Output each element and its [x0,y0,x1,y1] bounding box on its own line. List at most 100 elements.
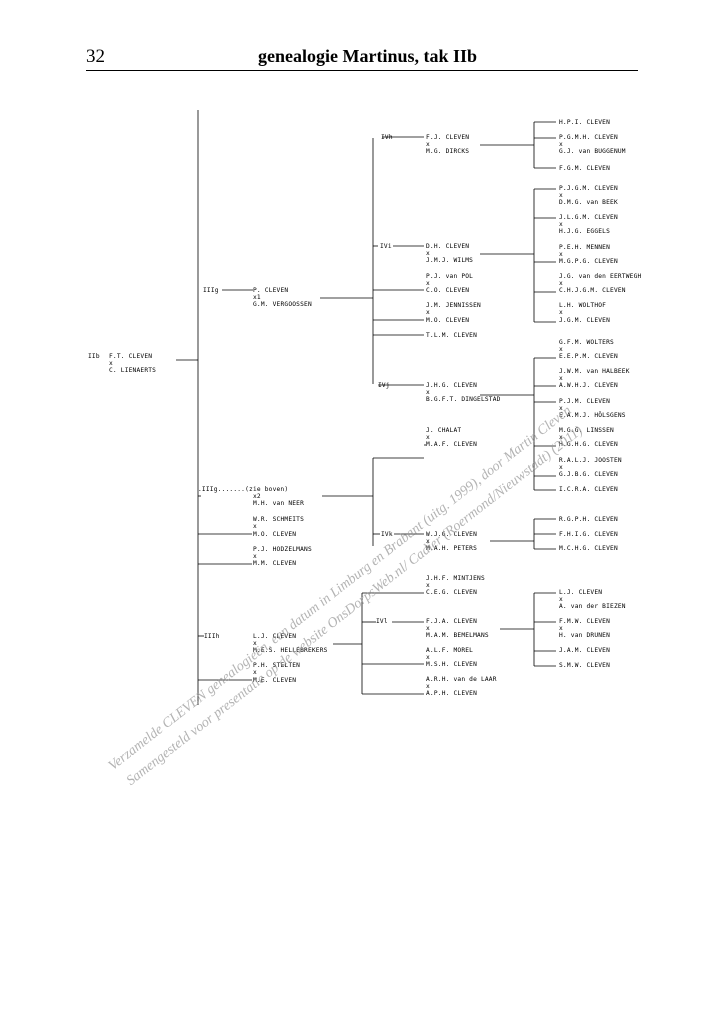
marriage-marker: x [426,654,430,661]
spouse-name: A.P.H. CLEVEN [426,690,478,697]
person-name: J.H.G. CLEVEN [426,382,478,389]
person-name: J.W.M. van HALBEEK [559,368,630,375]
person-name: P.H. STELTEN [253,662,301,669]
generation-label: IIIh [204,633,220,640]
marriage-marker: x [109,360,113,367]
marriage-marker: x [426,389,430,396]
spouse-name: M.A.H. PETERS [426,545,478,552]
spouse-name: G.J. van BUGGENUM [559,148,626,155]
spouse-name: M.A.F. CLEVEN [426,441,478,448]
marriage-marker: x [253,553,257,560]
marriage-marker: x [559,309,563,316]
person-name: W.J.G. CLEVEN [426,531,478,538]
marriage-marker: x [426,280,430,287]
person-name: P.J. HODZELMANS [253,546,312,553]
spouse-name: H.J.G. EGGELS [559,228,611,235]
person-name: G.F.M. WOLTERS [559,339,614,346]
spouse-name: C.E.G. CLEVEN [426,589,478,596]
person-name: M.G.G. LINSSEN [559,427,614,434]
marriage-marker: x [559,251,563,258]
person-name: P.E.H. MENNEN [559,244,611,251]
marriage-marker: x [253,640,257,647]
person-name: W.R. SCHMEITS [253,516,305,523]
header-rule [86,70,638,71]
marriage-marker: x [426,625,430,632]
spouse-name: B.G.F.T. DINGELSTAD [426,396,501,403]
spouse-name: A.W.H.J. CLEVEN [559,382,618,389]
person-name: T.L.M. CLEVEN [426,332,478,339]
marriage-marker: x [559,221,563,228]
person-name: F.M.W. CLEVEN [559,618,611,625]
spouse-name: H. van DRUNEN [559,632,611,639]
person-name: S.M.W. CLEVEN [559,662,611,669]
generation-label: IVl [376,618,388,625]
person-name: J.H.F. MINTJENS [426,575,485,582]
marriage-marker: x [426,538,430,545]
marriage-marker: x [426,309,430,316]
spouse-name: C. LIENAERTS [109,367,157,374]
person-name: P.J.M. CLEVEN [559,398,611,405]
generation-label: IVk [381,531,393,538]
marriage-marker: x1 [253,294,261,301]
generation-label: IIIg [203,287,219,294]
spouse-name: G.M. VERGOOSSEN [253,301,312,308]
person-name: M.C.H.G. CLEVEN [559,545,618,552]
person-name: L.H. WOLTHOF [559,302,607,309]
marriage-marker: x [426,141,430,148]
marriage-marker: x [559,346,563,353]
page-title: genealogie Martinus, tak IIb [258,46,478,66]
marriage-marker: x [426,434,430,441]
marriage-marker: x [253,523,257,530]
spouse-name: H.G.H.G. CLEVEN [559,441,618,448]
marriage-marker: x [559,405,563,412]
person-name: F.J.A. CLEVEN [426,618,478,625]
spouse-name: J.M.J. WILMS [426,257,474,264]
spouse-name: M.G. DIRCKS [426,148,470,155]
generation-label: IVi [380,243,392,250]
page-number: 32 [86,46,105,67]
marriage-marker: x [559,596,563,603]
spouse-name: M.E. CLEVEN [253,677,297,684]
person-name: A.R.H. van de LAAR [426,676,497,683]
generation-label: .IIIg.......(zie boven) [198,486,289,493]
person-name: P.G.M.H. CLEVEN [559,134,618,141]
person-name: P. CLEVEN [253,287,289,294]
spouse-name: M.A.M. BEMELMANS [426,632,489,639]
generation-label: IIb [88,353,100,360]
marriage-marker: x [559,141,563,148]
spouse-name: E.A.M.J. HÖLSGENS [559,412,626,419]
person-name: R.G.P.H. CLEVEN [559,516,618,523]
marriage-marker: x [559,434,563,441]
spouse-name: M.O. CLEVEN [426,317,470,324]
marriage-marker: x [559,280,563,287]
spouse-name: M.G.P.G. CLEVEN [559,258,618,265]
person-name: J.G. van den EERTWEGH [559,273,642,280]
generation-label: IVj [378,382,390,389]
person-name: R.A.L.J. JOOSTEN [559,457,622,464]
person-name: F.G.M. CLEVEN [559,165,611,172]
spouse-name: A. van der BIEZEN [559,603,626,610]
marriage-marker: x [426,250,430,257]
marriage-marker: x [253,669,257,676]
marriage-marker: x [559,192,563,199]
person-name: F.T. CLEVEN [109,353,153,360]
person-name: I.C.R.A. CLEVEN [559,486,618,493]
person-name: J.L.G.M. CLEVEN [559,214,618,221]
generation-label: IVh [381,134,393,141]
person-name: L.J. CLEVEN [559,589,603,596]
person-name: L.J. CLEVEN [253,633,297,640]
spouse-name: M.M. CLEVEN [253,560,297,567]
spouse-name: M.O. CLEVEN [253,531,297,538]
spouse-name: M.S.H. CLEVEN [426,661,478,668]
spouse-name: J.G.M. CLEVEN [559,317,611,324]
spouse-name: C.H.J.G.M. CLEVEN [559,287,626,294]
person-name: F.H.I.G. CLEVEN [559,531,618,538]
spouse-name: G.J.B.G. CLEVEN [559,471,618,478]
spouse-name: M.E.S. HELLEBREKERS [253,647,328,654]
marriage-marker: x [559,375,563,382]
person-name: H.P.I. CLEVEN [559,119,611,126]
marriage-marker: x [426,582,430,589]
marriage-marker: x2 [253,493,261,500]
